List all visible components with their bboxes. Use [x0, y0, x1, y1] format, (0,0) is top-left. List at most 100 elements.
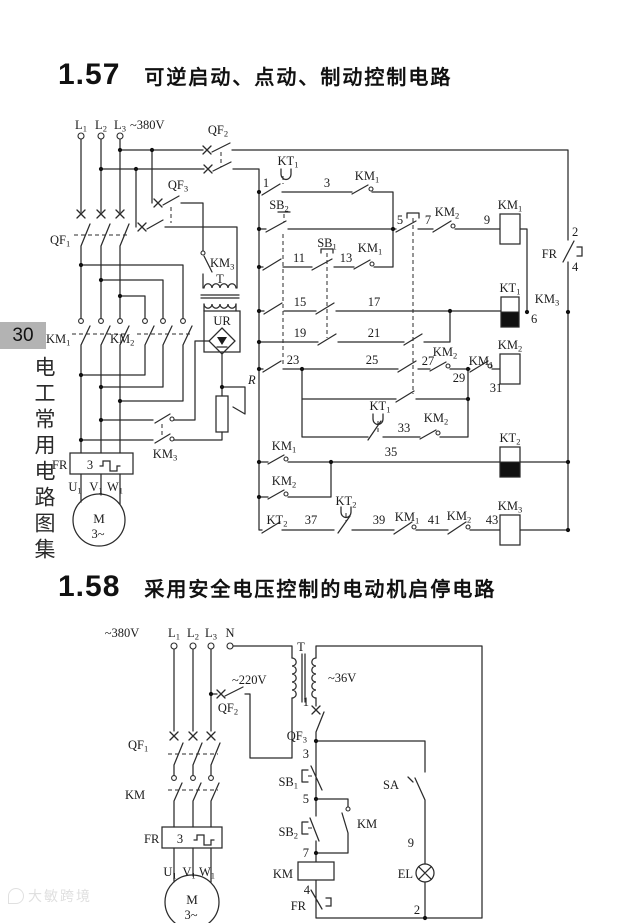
diagram-label: 9	[484, 213, 490, 227]
book-title-vertical: 电工常用电路图集	[32, 355, 55, 564]
diagram-label: N	[225, 626, 234, 640]
breaker-x-marks-158	[169, 689, 321, 741]
diagram-label: ~380V	[105, 626, 140, 640]
diagram-label: KM3	[535, 292, 559, 308]
contact-circles-157	[78, 186, 493, 530]
diagram-label: KT1	[370, 399, 391, 415]
diagram-label: QF1	[128, 738, 148, 754]
diagram-label: T	[297, 640, 305, 654]
diagram-label: ~36V	[328, 671, 356, 685]
diagram-label: 21	[368, 326, 381, 340]
diagram-label: KT1	[278, 154, 299, 170]
diagram-label: SB1	[317, 236, 337, 252]
diagram-label: KM2	[435, 205, 459, 221]
diagram-label: 4	[572, 260, 579, 274]
diagram-label: ~380V	[130, 118, 165, 132]
diagram-label: 7	[303, 846, 309, 860]
diagram-label: 17	[368, 295, 381, 309]
diagram-label: 1	[303, 695, 309, 709]
diagram-label: 7	[425, 213, 431, 227]
diagram-label: SB1	[278, 775, 298, 791]
diagram-label: SB2	[269, 198, 289, 214]
transformer-windings-157	[203, 283, 237, 309]
diagram-label: SA	[383, 778, 399, 792]
watermark-logo-icon	[8, 888, 24, 904]
diagram-label: 39	[373, 513, 386, 527]
diagram-label: L1	[168, 626, 180, 642]
diagram-label: 27	[422, 354, 435, 368]
diagram-label: KM	[125, 788, 145, 802]
diagram-label: KM	[357, 817, 377, 831]
diagram-label: 2	[414, 903, 420, 917]
diagram-label: FR	[542, 247, 558, 261]
diagram-label: L3	[205, 626, 217, 642]
page-number-tab: 30	[0, 322, 46, 349]
wires-157	[80, 138, 583, 535]
diagram-label: R	[247, 373, 256, 387]
diagram-label: 29	[453, 371, 466, 385]
diagram-label: FR	[144, 832, 160, 846]
motor-circle	[72, 493, 126, 547]
diagram-label: QF3	[287, 729, 307, 745]
diagram-label: KM3	[210, 256, 234, 272]
diagram-label: KM1	[358, 241, 382, 257]
breaker-x-marks-157	[76, 145, 213, 232]
contact-circles-158	[171, 775, 351, 812]
diagram-label: KT2	[336, 494, 357, 510]
diagram-label: UR	[213, 314, 231, 328]
diagram-label: 6	[531, 312, 537, 326]
diagram-label: 5	[397, 213, 403, 227]
diagram-label: W1	[107, 480, 123, 496]
km-coil-158	[297, 861, 335, 881]
brake-resistor	[215, 395, 229, 433]
diagram-label: 5	[303, 792, 309, 806]
diagram-label: ~220V	[232, 673, 267, 687]
supply-terminals-158	[170, 642, 234, 650]
diagram-label: KM2	[272, 474, 296, 490]
coils-157	[499, 213, 521, 546]
diagram-label: KM1	[46, 332, 70, 348]
diagram-label: 41	[428, 513, 441, 527]
diagram-label: KM1	[469, 354, 493, 370]
diagram-label: 19	[294, 326, 307, 340]
diagram-label: W1	[199, 865, 215, 881]
diagram-label: 37	[305, 513, 318, 527]
diagram-label: KM2	[110, 332, 134, 348]
diagram-label: KM2	[498, 338, 522, 354]
diagram-label: KT2	[267, 513, 288, 529]
diagram-label: KM1	[498, 198, 522, 214]
diagram-label: QF3	[168, 178, 188, 194]
section-number: 1.58	[58, 570, 121, 603]
diagram-label: FR	[52, 458, 68, 472]
watermark-text: 大敏跨境	[28, 888, 92, 904]
diagram-label: KM	[273, 867, 293, 881]
diagram-label: KM3	[498, 499, 522, 515]
diagram-label: 9	[408, 836, 414, 850]
km1-coil	[499, 213, 521, 245]
thermal-relay-box-158	[161, 826, 223, 849]
section-title: 采用安全电压控制的电动机启停电路	[144, 579, 497, 601]
diagram-label: M	[186, 892, 198, 907]
diagram-label: V1	[89, 480, 102, 496]
diagram-label: KT1	[500, 281, 521, 297]
junction-dots-157	[78, 147, 571, 533]
section-number: 1.57	[58, 58, 121, 91]
diagram-label: V1	[182, 865, 195, 881]
diagram-label: KM2	[447, 509, 471, 525]
diagram-label: KM3	[153, 447, 177, 463]
diagram-label: L3	[114, 118, 126, 134]
diagram-label: 15	[294, 295, 307, 309]
diagram-label: 2	[572, 225, 578, 239]
diagram-label: 31	[490, 381, 503, 395]
diagram-label: 3	[303, 747, 309, 761]
diagram-label: 3	[87, 458, 93, 472]
rectifier-diamond	[208, 327, 236, 355]
diode-icon	[217, 337, 227, 345]
diagram-label: 25	[366, 353, 379, 367]
diagram-label: 1	[263, 176, 269, 190]
diagram-label: 3~	[91, 527, 104, 541]
linkage-dashes-158	[168, 753, 314, 829]
diagram-label: 4	[304, 883, 311, 897]
